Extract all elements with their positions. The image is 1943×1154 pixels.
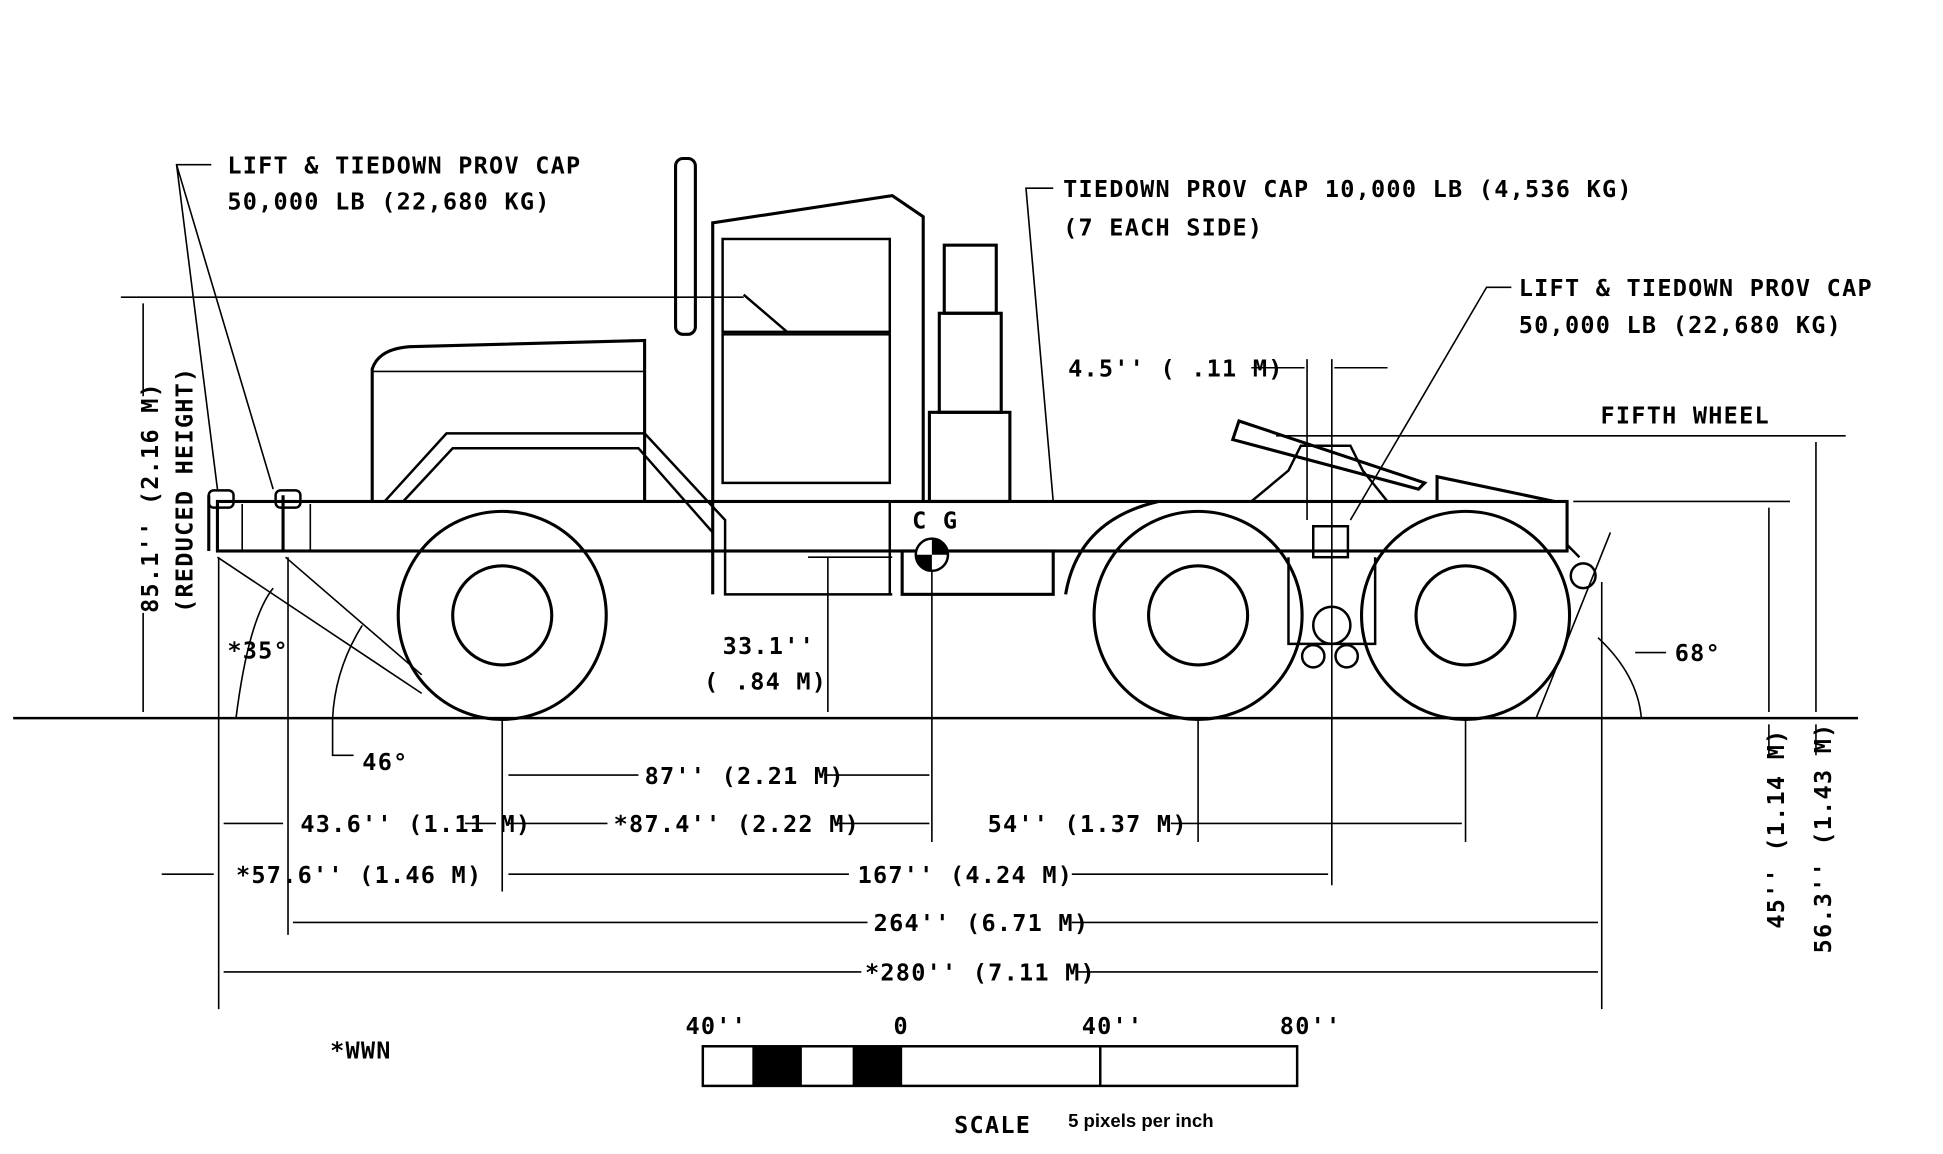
front-lift-label: LIFT & TIEDOWN PROV CAP [227, 151, 581, 179]
dim-54: 54'' (1.37 M) [988, 810, 1188, 838]
frame-rail [215, 499, 1569, 553]
scale-tick: 40'' [685, 1012, 747, 1040]
rear-wheel-2 [1359, 509, 1572, 721]
reduced-height-label: (REDUCED HEIGHT) [171, 367, 199, 613]
dim-45: 45'' (1.14 M) [1762, 728, 1790, 928]
rear-lift-label: LIFT & TIEDOWN PROV CAP [1519, 274, 1873, 302]
scale-bar: 40'' 0 40'' 80'' SCALE 5 pixels per inch [685, 1012, 1342, 1139]
approach-angle-wwn: *35° [227, 637, 289, 665]
wheels [396, 509, 1572, 721]
wwn-note: *WWN [330, 1037, 392, 1065]
scale-note: 5 pixels per inch [1068, 1110, 1213, 1131]
rear-ramp [1435, 474, 1556, 503]
dim-87-4: *87.4'' (2.22 M) [614, 810, 860, 838]
fifth-wheel-label: FIFTH WHEEL [1601, 401, 1770, 429]
dim-87: 87'' (2.21 M) [645, 762, 845, 790]
cg-height-m: ( .84 M) [704, 668, 827, 696]
fender [383, 432, 893, 596]
tiedown-label: TIEDOWN PROV CAP 10,000 LB (4,536 KG) [1063, 175, 1633, 203]
dim-57-6: *57.6'' (1.46 M) [236, 861, 482, 889]
fifth-wheel-offset-label: 4.5'' ( .11 M) [1068, 354, 1284, 382]
dim-264: 264'' (6.71 M) [874, 909, 1090, 937]
height-label: 85.1'' (2.16 M) [136, 382, 164, 613]
cab-window [721, 237, 892, 334]
scale-tick: 40'' [1082, 1012, 1144, 1040]
dim-280: *280'' (7.11 M) [865, 959, 1096, 987]
scale-tick: 80'' [1280, 1012, 1342, 1040]
rear-wheel-1 [1092, 509, 1304, 721]
rear-lift-shackle [1312, 524, 1350, 559]
scale-title: SCALE [954, 1111, 1031, 1139]
rear-fender [1064, 499, 1159, 595]
truck-outline [207, 156, 1597, 669]
front-wheel [396, 509, 608, 721]
pintle-hook [1569, 562, 1597, 590]
fuel-tank [900, 549, 1055, 596]
cab [711, 194, 925, 595]
hood [370, 338, 647, 502]
front-lift-capacity: 50,000 LB (22,680 KG) [227, 187, 550, 215]
cab-door [721, 333, 892, 485]
dim-167: 167'' (4.24 M) [858, 861, 1074, 889]
dim-43-6: 43.6'' (1.11 M) [300, 810, 531, 838]
rear-lift-capacity: 50,000 LB (22,680 KG) [1519, 311, 1842, 339]
leader-lines [120, 163, 1846, 1010]
tiedown-count: (7 EACH SIDE) [1063, 213, 1263, 241]
exhaust-stack [674, 156, 697, 336]
dim-56-3: 56.3'' (1.43 M) [1809, 722, 1837, 953]
departure-angle: 68° [1675, 639, 1721, 667]
scale-tick: 0 [893, 1012, 908, 1040]
approach-angle: 46° [362, 748, 408, 776]
air-cleaner [942, 243, 998, 315]
annotations: LIFT & TIEDOWN PROV CAP 50,000 LB (22,68… [136, 151, 1873, 1065]
cg-height-in: 33.1'' [723, 632, 815, 660]
front-tow-hooks [207, 495, 285, 551]
cg-label: C G [912, 507, 958, 535]
fifth-wheel-plate [1230, 419, 1428, 491]
